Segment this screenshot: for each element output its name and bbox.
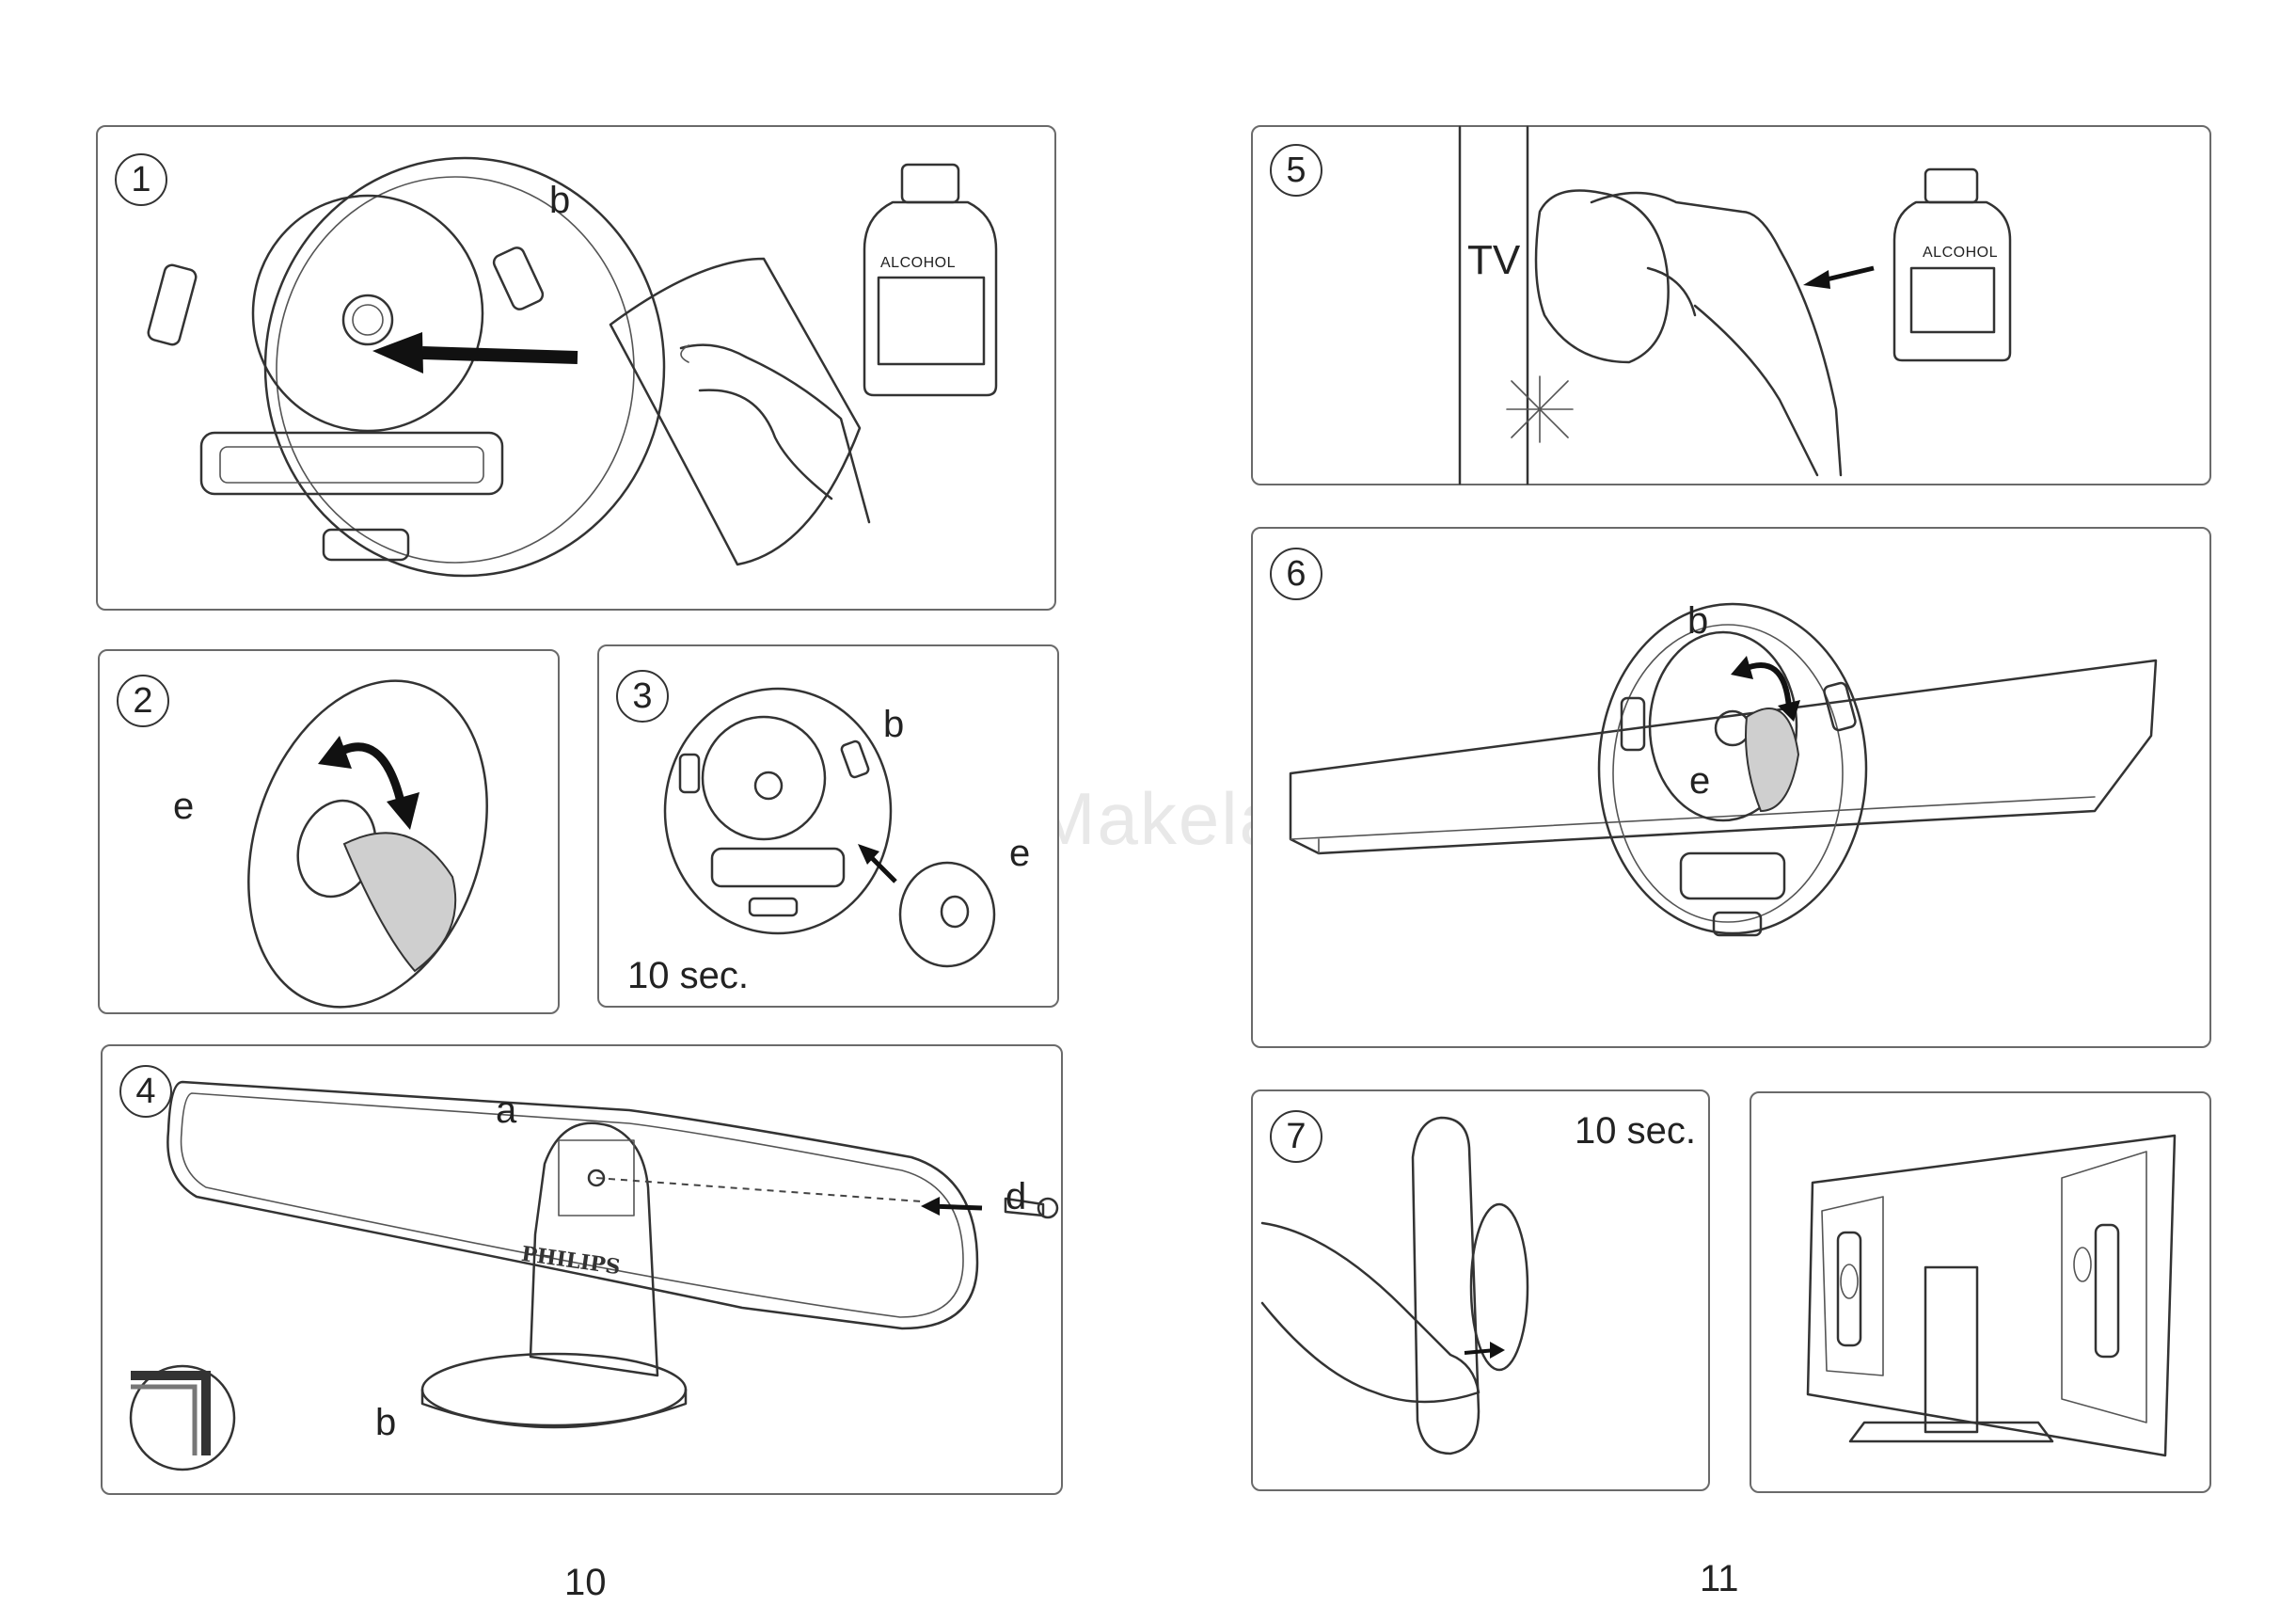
light-bar-left: [1836, 1231, 1862, 1347]
step-number: 7: [1270, 1110, 1322, 1163]
bottle-label-box: [877, 276, 986, 366]
illustration-clean-tv: [1458, 125, 2012, 485]
part-label-d: d: [1005, 1176, 1027, 1217]
illustration-attach-lightbar: [129, 1080, 1059, 1471]
light-bar: [1289, 659, 2158, 855]
adhesive-disk: [1648, 630, 1798, 822]
panel-step-1: 1 b ALCOHOL: [96, 125, 1056, 611]
panel-step-4: 4 a d b PHILIPS: [101, 1044, 1063, 1495]
mount-bracket: [529, 1121, 659, 1377]
bottle-label-text: ALCOHOL: [880, 255, 956, 271]
hand: [1260, 1221, 1481, 1404]
page-number-right: 11: [1700, 1558, 1739, 1599]
step-number: 6: [1270, 548, 1322, 600]
mount-base-outline: [1597, 602, 1868, 935]
step-number: 3: [616, 670, 669, 723]
alcohol-bottle-cap: [900, 163, 960, 204]
part-label-b: b: [549, 180, 571, 221]
alcohol-bottle: [1892, 200, 2012, 362]
alcohol-bottle-cap: [1924, 167, 1979, 204]
mount-base-outline: [263, 156, 666, 578]
hand: [1590, 191, 1843, 477]
peeled-liner: [342, 832, 457, 973]
cleaning-cloth: [609, 257, 862, 566]
illustration-press-to-tv: [1260, 1116, 1529, 1455]
part-label-e: e: [173, 786, 195, 827]
panel-step-5: 5 TV ALCOHOL: [1251, 125, 2211, 485]
light-bar-right: [2094, 1223, 2120, 1359]
duration-label: 10 sec.: [1575, 1110, 1696, 1152]
allen-key-inset: [129, 1364, 236, 1471]
tv-stand-base: [1848, 1421, 2054, 1443]
illustration-attach-disk: [663, 687, 996, 968]
illustration-peel-liner: [247, 679, 488, 1009]
part-label-b: b: [375, 1402, 397, 1443]
part-label-e: e: [1689, 760, 1711, 802]
adhesive-disk: [247, 679, 488, 1009]
step-number: 1: [115, 153, 167, 206]
tv-label: TV: [1467, 237, 1521, 283]
part-label-a: a: [496, 1089, 517, 1131]
adhesive-disk: [251, 194, 484, 433]
illustration-tv-rear-mounted: [1806, 1134, 2177, 1457]
panel-step-3: 3 b e 10 sec.: [597, 644, 1059, 1008]
tv-back: [1806, 1134, 2177, 1457]
part-label-b: b: [883, 704, 905, 745]
light-bar: [166, 1080, 979, 1330]
illustration-mount-cleaning: [147, 156, 998, 578]
part-label-b: b: [1687, 600, 1709, 642]
step-number: 5: [1270, 144, 1322, 197]
part-label-e: e: [1009, 833, 1031, 874]
mount-base-outline: [663, 687, 893, 935]
panel-step-7: 7 10 sec.: [1251, 1089, 1710, 1491]
bottle-label-box: [1909, 266, 1996, 334]
adhesive-disk: [898, 861, 996, 968]
light-bar: [1411, 1116, 1481, 1455]
illustration-mount-on-bar: [1289, 602, 2158, 937]
panel-final-result: [1750, 1091, 2211, 1493]
hand: [679, 343, 871, 524]
panel-step-6: 6 b e: [1251, 527, 2211, 1048]
step-number: 4: [119, 1065, 172, 1118]
bottle-label-text: ALCOHOL: [1923, 245, 1998, 261]
mount-base: [1469, 1202, 1529, 1372]
cleaning-cloth: [1534, 189, 1670, 364]
duration-label: 10 sec.: [627, 955, 749, 996]
step-number: 2: [117, 675, 169, 727]
page-number-left: 10: [564, 1562, 607, 1603]
alcohol-bottle: [863, 200, 998, 397]
panel-step-2: 2 e: [98, 649, 560, 1014]
tv-stand-neck: [1924, 1265, 1979, 1434]
